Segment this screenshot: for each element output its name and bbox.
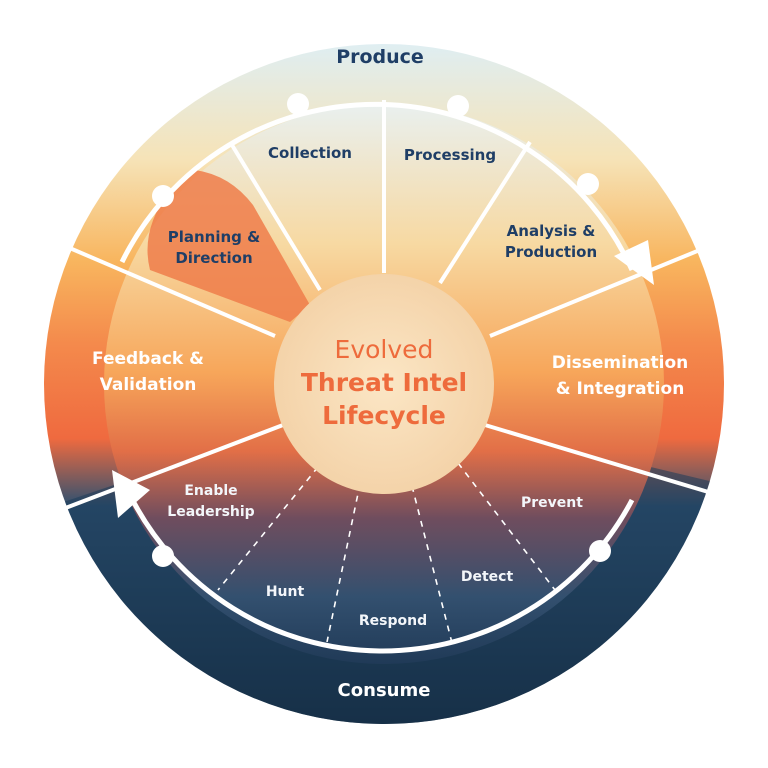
planning-highlight [147,170,310,322]
planning-line1: Planning & [168,228,260,246]
dissemination-line1: Dissemination [552,353,689,373]
feedback-line1: Feedback & [92,349,204,369]
center-circle [274,274,494,494]
consume-dividers [217,462,556,644]
center-threat-intel: Threat Intel [301,368,467,397]
feedback-line2: Validation [100,375,197,395]
analysis-line2: Production [505,243,597,261]
produce-arrow-icon [614,240,654,285]
consume-label: Consume [338,680,431,701]
prevent-label: Prevent [521,495,583,511]
center-lifecycle: Lifecycle [322,401,446,430]
enable-line2: Leadership [167,504,254,520]
consume-arc [127,493,635,654]
respond-label: Respond [359,613,427,629]
consume-arrow-icon [112,470,150,518]
detect-label: Detect [461,569,514,585]
center-evolved: Evolved [335,335,434,364]
produce-arc [119,101,635,272]
enable-line1: Enable [184,483,237,499]
planning-line2: Direction [175,249,252,267]
collection-label: Collection [268,144,352,162]
stage-dots [152,93,611,567]
segment-dividers [54,100,716,514]
dissemination-line2: & Integration [556,379,685,399]
analysis-line1: Analysis & [507,222,596,240]
processing-label: Processing [404,146,496,164]
produce-label: Produce [336,46,424,68]
hunt-label: Hunt [266,584,305,600]
